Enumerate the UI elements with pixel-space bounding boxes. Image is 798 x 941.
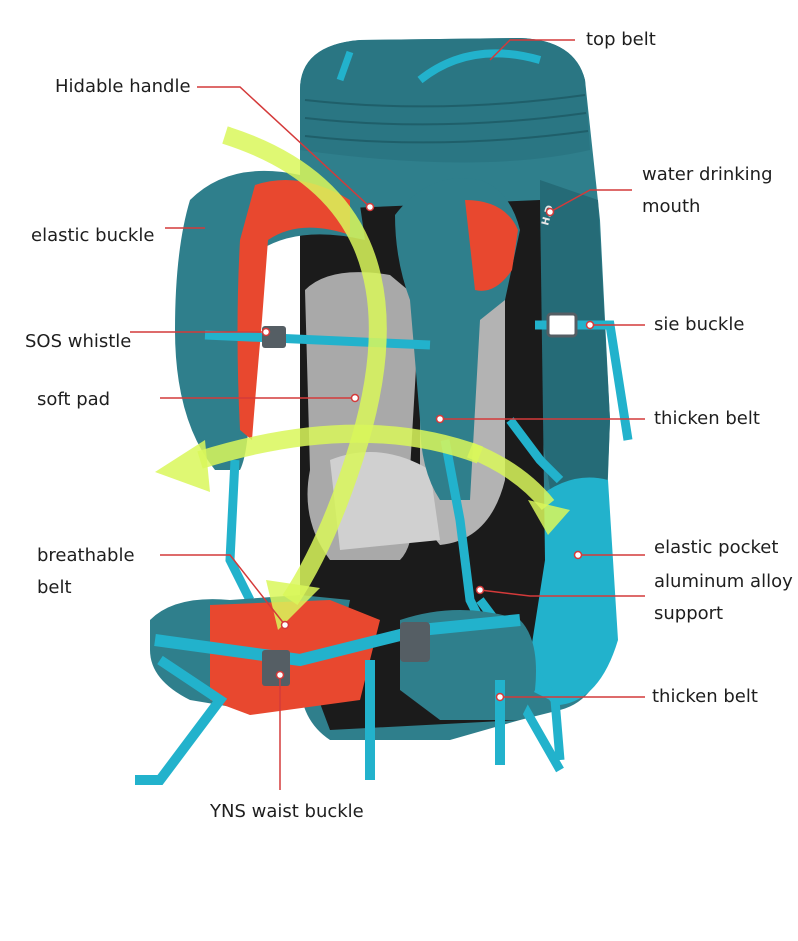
leader-lines [130,39,645,790]
lid [300,38,590,163]
label-sos-whistle: SOS whistle [25,331,132,352]
side-panel [540,180,610,560]
label-elastic-pocket: elastic pocket [654,537,779,558]
label-soft-pad: soft pad [37,389,111,410]
label-water-line-2: mouth [642,196,701,217]
airflow-arc-vertical [222,126,387,605]
airflow-arc-right [466,442,555,511]
label-breathable-line-2: belt [37,577,72,598]
label-thicken-belt-lower: thicken belt [652,686,758,707]
waist-buckle [262,650,290,686]
waist-strap [154,614,521,667]
label-aluminum-line-2: support [654,603,724,624]
top-belt-strap [417,49,542,84]
left-strap-red-pad [237,180,350,440]
label-breathable-line-1: breathable [37,545,135,566]
label-hidable-handle: Hidable handle [55,76,191,97]
label-yns-waist-buckle: YNS waist buckle [210,801,364,822]
right-strap-red-pad [465,200,518,291]
elastic-pocket [530,477,618,705]
label-thicken-belt-upper: thicken belt [654,408,760,429]
label-aluminum-alloy-support: aluminum alloy support [654,566,793,630]
label-breathable-belt: breathable belt [37,540,135,604]
label-sie-buckle: sie buckle [654,314,745,335]
leader-dots [261,202,595,702]
sternum-strap [204,330,431,350]
label-aluminum-line-1: aluminum alloy [654,571,793,592]
label-elastic-buckle: elastic buckle [31,225,155,246]
left-shoulder-strap [175,170,365,470]
label-water-line-1: water drinking [642,164,773,185]
label-top-belt: top belt [586,29,656,50]
lid-seams [304,94,589,144]
side-buckle [546,312,578,338]
airflow-arc-horizontal [197,424,484,469]
label-water-drinking-mouth: water drinking mouth [642,159,773,223]
